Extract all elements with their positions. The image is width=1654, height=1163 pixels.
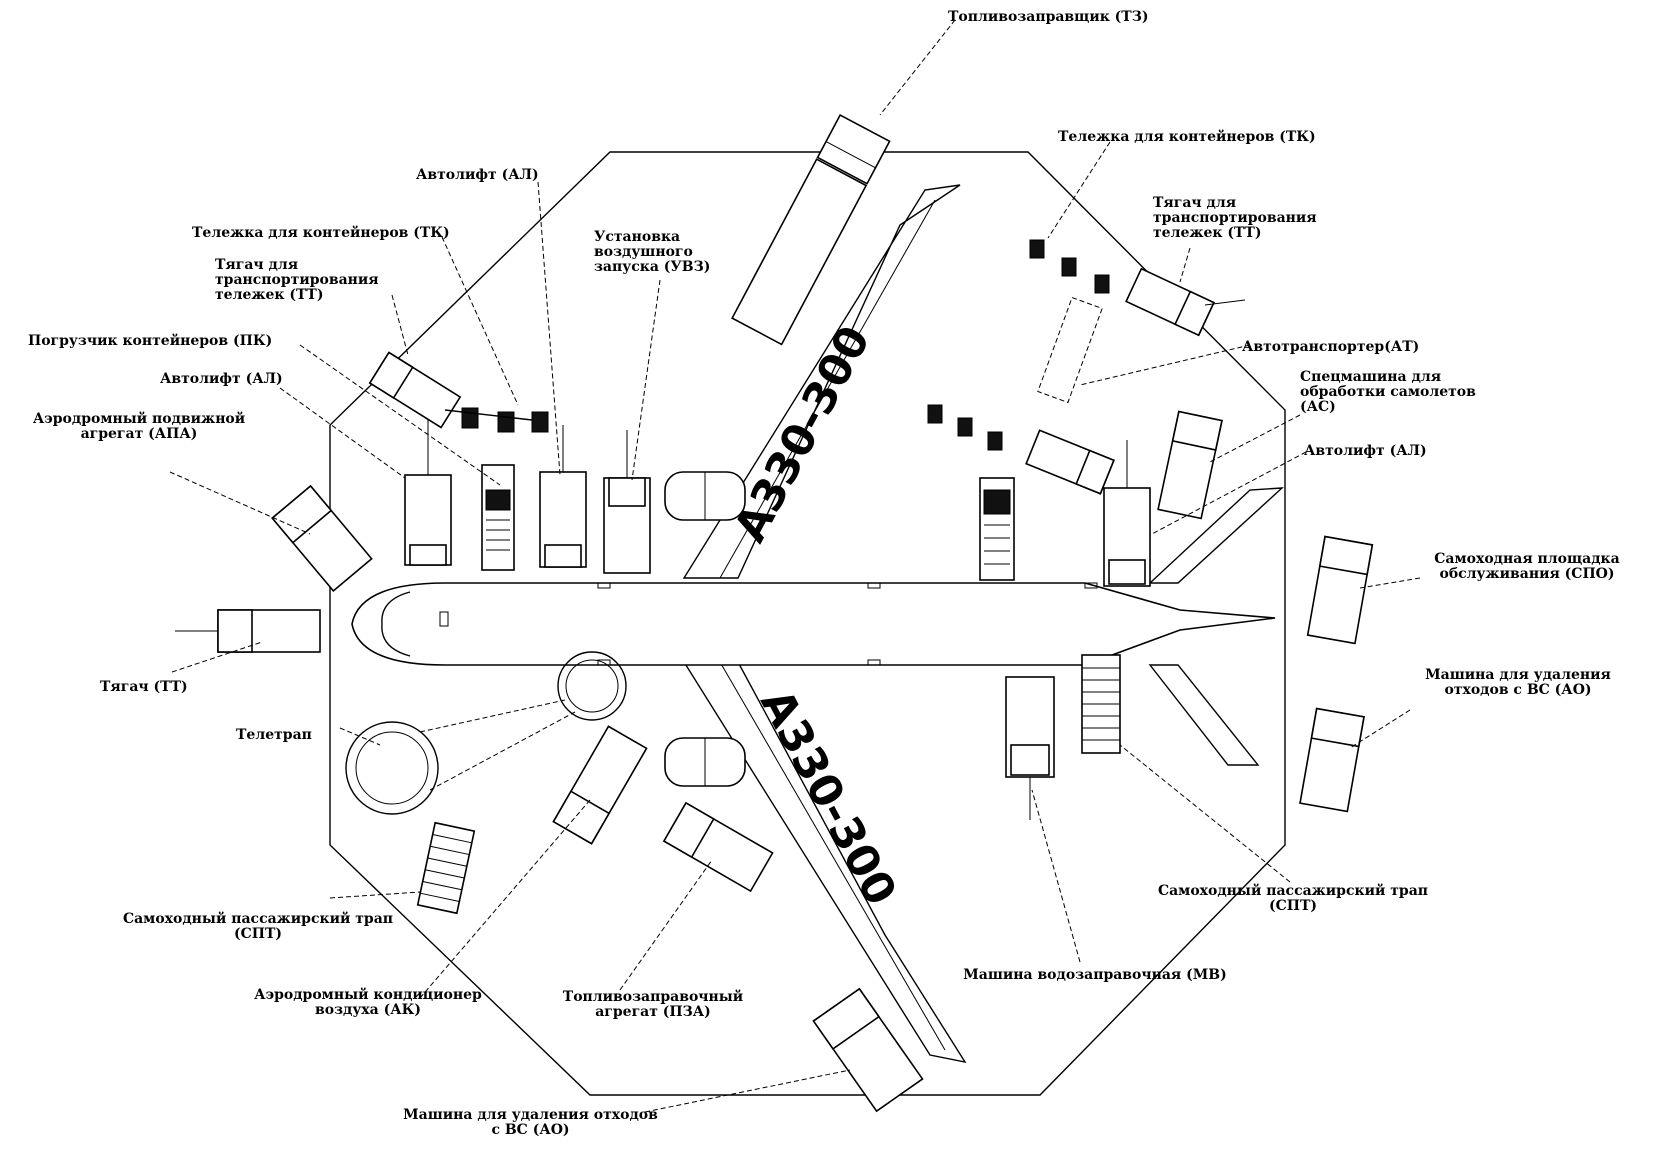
label-container-cart-right: Тележка для контейнеров (ТК)	[1058, 129, 1316, 145]
waste-machine-bottom-vehicle	[812, 987, 924, 1113]
tractor-carts-left-vehicle	[368, 351, 462, 429]
label-deicing-machine: Спецмашина для обработки самолетов (АС)	[1300, 369, 1476, 415]
conveyor-truck-vehicle	[1037, 296, 1103, 404]
air-conditioner-vehicle	[552, 725, 648, 845]
tractor-carts-middle-vehicle	[927, 404, 1115, 495]
label-service-platform: Самоходная площадка обслуживания (СПО)	[1434, 551, 1620, 582]
autolift-right-vehicle	[1103, 440, 1151, 587]
label-fuel-truck: Топливозаправщик (ТЗ)	[948, 9, 1149, 25]
hydrant-unit-vehicle	[662, 801, 774, 893]
upper-wing	[682, 184, 961, 579]
label-waste-machine-bottom: Машина для удаления отходов с ВС (АО)	[403, 1107, 658, 1138]
label-telegrap: Телетрап	[236, 727, 312, 743]
label-tractor-carts-right: Тягач для транспортирования тележек (ТТ)	[1153, 195, 1317, 241]
label-tractor: Тягач (ТТ)	[100, 679, 188, 695]
tractor-carts-right-vehicle	[1029, 239, 1246, 337]
container-loader-right-vehicle	[979, 477, 1015, 581]
ground-power-vehicle	[271, 484, 373, 593]
label-water-machine: Машина водозаправочная (МВ)	[963, 967, 1227, 983]
service-platform-vehicle	[1306, 535, 1374, 645]
container-loader-vehicle	[481, 464, 515, 571]
leader-lines	[169, 19, 1421, 1113]
label-waste-machine-right: Машина для удаления отходов с ВС (АО)	[1425, 667, 1611, 698]
autolift-top-vehicle	[539, 425, 587, 568]
fuel-truck-vehicle	[731, 113, 891, 346]
label-conveyor-truck: Автотранспортер(АТ)	[1242, 339, 1420, 355]
waste-machine-right-vehicle	[1299, 707, 1365, 813]
label-passenger-stair-right: Самоходный пассажирский трап (СПТ)	[1157, 883, 1429, 914]
label-tractor-carts-left: Тягач для транспортирования тележек (ТТ)	[215, 257, 379, 303]
registration-lower-wing: A330-300	[750, 681, 906, 913]
label-autolift-right: Автолифт (АЛ)	[1304, 443, 1427, 459]
autolift-left-vehicle	[404, 420, 452, 566]
passenger-stair-right-vehicle	[1081, 654, 1121, 754]
label-container-cart-left: Тележка для контейнеров (ТК)	[192, 225, 450, 241]
upper-stabilizer	[1148, 487, 1284, 584]
aircraft: A330-300 A330-300	[351, 184, 1284, 1064]
deicing-machine-vehicle	[1157, 410, 1223, 520]
label-autolift-top: Автолифт (АЛ)	[416, 167, 539, 183]
label-autolift-left: Автолифт (АЛ)	[160, 371, 283, 387]
telegrap-vehicle	[345, 651, 627, 815]
air-start-vehicle	[603, 430, 651, 574]
label-ground-power: Аэродромный подвижной агрегат (АПА)	[32, 411, 246, 442]
container-carts-left	[444, 407, 549, 433]
lower-stabilizer	[1148, 664, 1260, 766]
label-hydrant-unit: Топливозаправочный агрегат (ПЗА)	[562, 989, 744, 1020]
label-air-conditioner: Аэродромный кондиционер воздуха (АК)	[254, 987, 482, 1018]
registration-upper-wing: A330-300	[725, 318, 881, 550]
fuselage	[351, 582, 1276, 666]
water-machine-vehicle	[1005, 676, 1055, 820]
passenger-stair-left-vehicle	[416, 821, 476, 915]
label-passenger-stair-left: Самоходный пассажирский трап (СПТ)	[122, 911, 394, 942]
label-container-loader: Погрузчик контейнеров (ПК)	[28, 333, 273, 349]
label-air-start: Установка воздушного запуска (УВЗ)	[594, 229, 711, 275]
tractor-vehicle	[175, 609, 321, 653]
